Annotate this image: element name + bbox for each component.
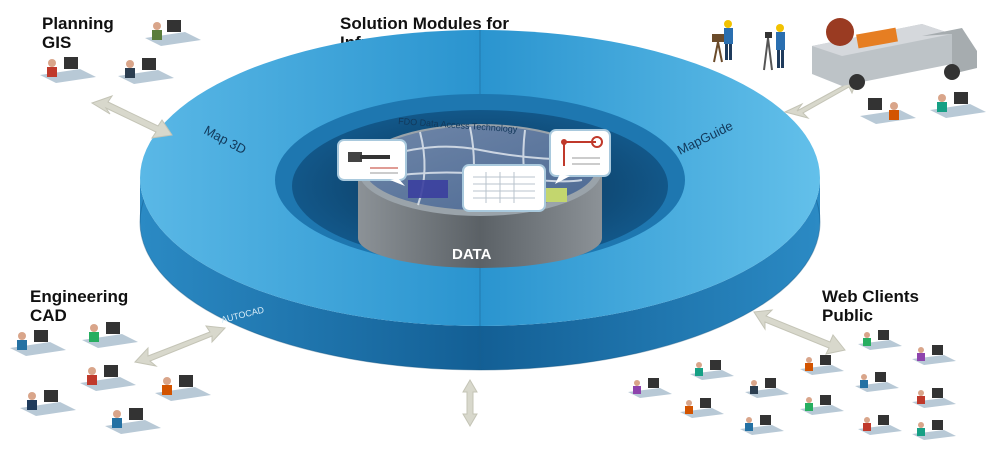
- planning-workstations: [40, 20, 201, 84]
- engineering-label-line2: CAD: [30, 306, 67, 325]
- planning-label-line2: GIS: [42, 33, 72, 52]
- double-arrow-icon-engineering: [134, 325, 227, 367]
- workstation-icon: [740, 415, 784, 435]
- workstation-icon: [10, 330, 66, 356]
- planning-label-line1: Planning: [42, 14, 114, 33]
- planning-gis-label: Planning GIS: [42, 14, 114, 52]
- workstation-icon: [20, 390, 76, 416]
- web-label-line1: Web Clients: [822, 287, 919, 306]
- workstation-icon: [912, 420, 956, 440]
- pipe-tool-icon: [337, 139, 407, 186]
- workstation-icon: [930, 92, 986, 118]
- utility-truck-icon: [812, 18, 977, 90]
- workstation-icon: [855, 372, 899, 392]
- field-crew: [712, 18, 986, 124]
- workstation-icon: [118, 58, 174, 84]
- engineering-cad-label: Engineering CAD: [30, 287, 128, 325]
- workstation-icon: [105, 408, 161, 434]
- double-arrow-icon-web: [753, 309, 846, 355]
- map-parcel-green: [545, 188, 567, 202]
- web-label-line2: Public: [822, 306, 874, 325]
- workstation-icon: [40, 57, 96, 83]
- map-parcel-purple: [408, 180, 448, 198]
- workstation-icon: [80, 365, 136, 391]
- engineering-workstations: [10, 322, 211, 434]
- workstation-icon: [912, 388, 956, 408]
- workstation-icon: [800, 395, 844, 415]
- web-clients-label: Web Clients Public: [822, 287, 919, 325]
- workstation-icon: [858, 330, 902, 350]
- network-node-icon: [549, 129, 611, 184]
- ring-side: [140, 178, 820, 370]
- workstation-icon: [680, 398, 724, 418]
- surveyor-icon: [763, 24, 785, 71]
- diagram-title-line1: Solution Modules for: [340, 14, 510, 33]
- workstation-icon: [145, 20, 201, 46]
- double-arrow-icon-bottom: [462, 379, 478, 427]
- workstation-icon: [155, 375, 211, 401]
- surveyor-icon: [712, 20, 733, 63]
- workstation-icon: [860, 98, 916, 124]
- workstation-icon: [745, 378, 789, 398]
- workstation-icon: [858, 415, 902, 435]
- workstation-icon: [800, 355, 844, 375]
- workstation-icon: [690, 360, 734, 380]
- engineering-label-line1: Engineering: [30, 287, 129, 306]
- web-workstations: [628, 330, 956, 440]
- workstation-icon: [912, 345, 956, 365]
- workstation-icon: [82, 322, 138, 348]
- spreadsheet-icon: [462, 164, 546, 212]
- workstation-icon: [628, 378, 672, 398]
- data-label: DATA: [452, 246, 492, 263]
- double-arrow-icon: [90, 95, 173, 139]
